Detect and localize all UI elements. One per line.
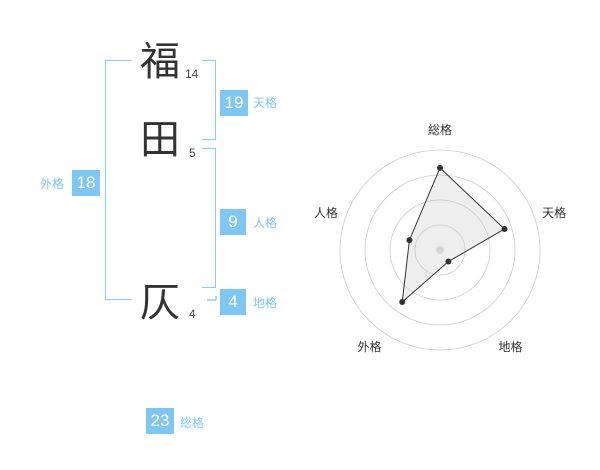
- radar-grid-ring: [389, 199, 491, 301]
- radar-axis-label: 天格: [542, 205, 566, 220]
- radar-grid-ring: [339, 149, 541, 351]
- radar-point: [501, 226, 508, 233]
- radar-center-dot: [436, 246, 444, 254]
- radar-axis-label: 地格: [499, 339, 523, 354]
- kanji-surname-2: 田: [140, 117, 180, 163]
- jinkaku-bracket: [202, 148, 216, 288]
- radar-axis-label: 総格: [428, 122, 452, 137]
- radar-value-polygon: [401, 166, 506, 304]
- kanji-given-1: 仄: [140, 280, 180, 326]
- radar-point: [406, 237, 413, 244]
- kanji-surname-1: 福: [140, 39, 180, 85]
- radar-point: [437, 164, 443, 171]
- tenkaku-bracket: [202, 60, 216, 140]
- jinkaku-label: 人格: [253, 216, 278, 230]
- radar-grid-ring: [364, 174, 516, 326]
- radar-point: [399, 299, 406, 306]
- radar-grid-ring: [414, 224, 466, 276]
- chikaku-value: 4: [220, 289, 246, 315]
- radar-axis-label: 外格: [357, 339, 381, 354]
- radar-point: [445, 258, 452, 265]
- gaikaku-label: 外格: [40, 177, 65, 191]
- chikaku-label: 地格: [253, 296, 278, 310]
- gaikaku-value: 18: [72, 170, 100, 196]
- soukaku-value: 23: [146, 408, 174, 434]
- tenkaku-label: 天格: [253, 96, 278, 110]
- stroke-count-surname-2: 5: [189, 146, 196, 160]
- outer-bracket: [105, 60, 132, 300]
- tenkaku-value: 19: [220, 90, 248, 116]
- stroke-count-given-1: 4: [189, 307, 196, 321]
- stroke-count-surname-1: 14: [185, 67, 199, 81]
- radar-axis-label: 人格: [314, 205, 338, 220]
- soukaku-label: 総格: [180, 416, 205, 430]
- jinkaku-value: 9: [220, 209, 246, 235]
